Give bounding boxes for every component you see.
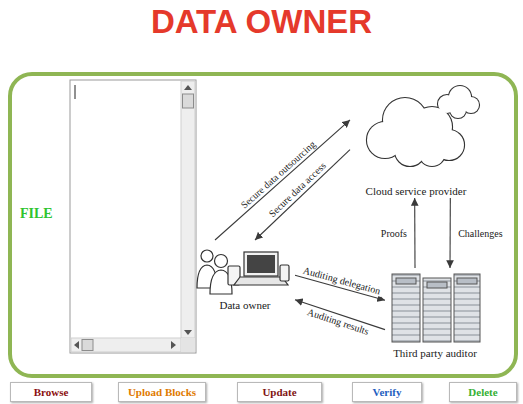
scroll-thumb <box>183 94 194 108</box>
phone <box>280 265 289 281</box>
flow-arrow <box>449 198 450 268</box>
flow-arrow <box>414 198 415 268</box>
panel-frame: FILE Cloud service providerData ownerThir… <box>8 72 518 378</box>
node-label: Third party auditor <box>393 347 477 360</box>
action-button: Update <box>237 382 322 402</box>
cloud-node: Cloud service provider <box>350 88 482 198</box>
server-icon <box>392 274 480 342</box>
cloud-icon <box>367 86 479 166</box>
server-panel <box>457 278 477 284</box>
action-button: Browse <box>10 382 92 402</box>
flow-arrow <box>215 120 350 240</box>
scroll-thumb <box>82 340 93 351</box>
panel-label: FILE <box>20 206 53 222</box>
button-label: Verify <box>373 386 402 399</box>
flow-arrow <box>255 150 350 240</box>
scroll-left-arrow <box>74 341 79 349</box>
server-panel <box>427 282 447 288</box>
edge-label: Challenges <box>456 228 504 239</box>
scroll-corner <box>181 338 195 352</box>
button-label: Upload Blocks <box>128 386 196 399</box>
scroll-right-arrow <box>171 341 176 349</box>
edge-label: Auditing delegation <box>300 264 384 297</box>
server-rack <box>423 278 451 342</box>
server-rack <box>454 274 480 342</box>
action-button: Upload Blocks <box>118 382 206 402</box>
owner-node: Data owner <box>195 240 295 312</box>
person-head <box>215 255 228 268</box>
horizontal-scrollbar <box>71 338 181 352</box>
title-bar: DATA OWNER <box>0 4 523 40</box>
auditor-node: Third party auditor <box>385 268 485 360</box>
server-panel <box>396 278 416 284</box>
button-label: Update <box>262 386 296 399</box>
node-label: Cloud service provider <box>366 185 467 198</box>
edge-label: Auditing results <box>304 306 372 338</box>
scroll-down-arrow <box>184 330 192 335</box>
person-head <box>201 250 213 262</box>
button-label: Delete <box>468 386 497 399</box>
laptop-display <box>247 255 275 273</box>
button-label: Browse <box>34 386 69 399</box>
owner-icon <box>197 250 289 294</box>
action-button: Delete <box>449 382 517 402</box>
laptop-screen <box>244 252 278 276</box>
edge-label: Proofs <box>379 228 409 239</box>
text-cursor <box>75 85 76 99</box>
page-title: DATA OWNER <box>151 4 372 40</box>
scroll-up-arrow <box>184 85 192 90</box>
node-label: Data owner <box>219 299 270 312</box>
server-rack <box>392 274 420 342</box>
edge-label: Secure data access <box>265 158 329 220</box>
file-textarea <box>70 80 196 353</box>
action-button: Verify <box>352 382 422 402</box>
textarea-frame <box>70 80 196 353</box>
vertical-scrollbar <box>181 81 195 338</box>
